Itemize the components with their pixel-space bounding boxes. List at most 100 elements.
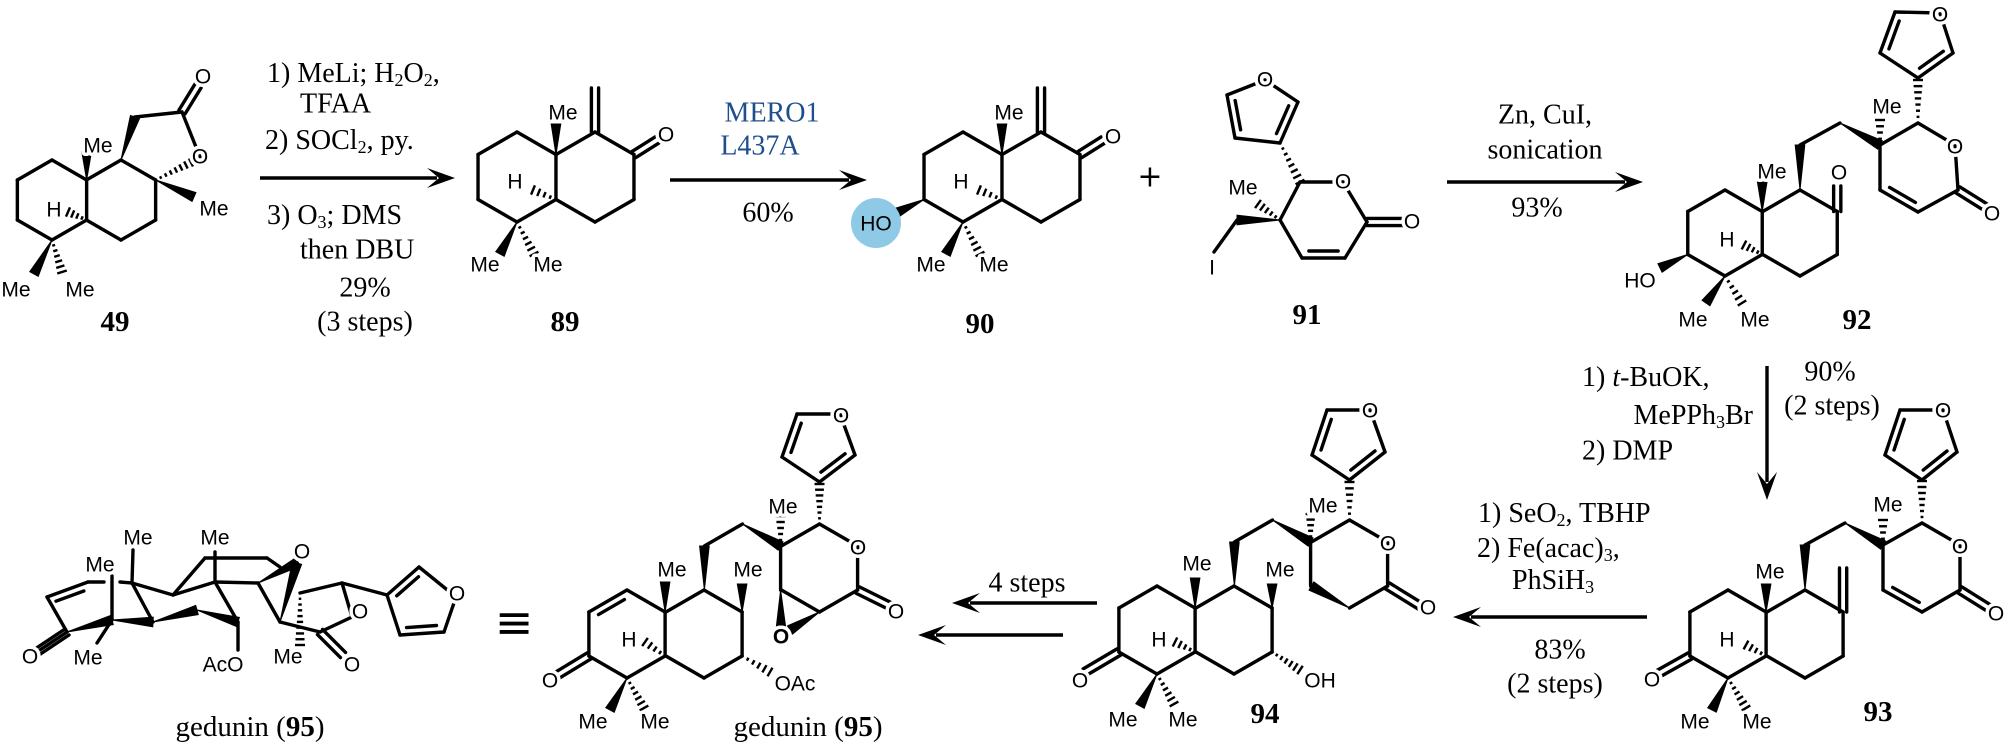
double-bond-inner — [1887, 19, 1901, 51]
single-bond — [664, 588, 706, 614]
compound-95-3d: O Me Me Me Me AcO O O O Me O gedunin (95… — [18, 523, 468, 743]
hash-bond-segment — [1734, 294, 1743, 301]
single-bond — [1347, 584, 1390, 610]
hash-bond-segment — [1759, 651, 1764, 656]
double-bond-inner — [1890, 585, 1921, 605]
double-bond — [1954, 191, 1990, 215]
single-bond — [838, 412, 857, 457]
atom-label: Me — [548, 102, 577, 125]
wedge-bond — [1135, 673, 1158, 709]
single-bond — [84, 158, 123, 182]
single-bond — [1039, 197, 1082, 224]
hash-bond-segment — [1166, 695, 1176, 703]
hash-bond-segment — [1283, 657, 1289, 665]
single-bond — [817, 588, 860, 614]
single-bond — [779, 588, 822, 614]
single-bond — [1232, 650, 1274, 676]
atom-label: Me — [1228, 177, 1257, 200]
single-bond — [1347, 518, 1390, 544]
atom-label: H — [1719, 629, 1734, 652]
atom-label: O — [449, 583, 465, 606]
hash-bond-segment — [630, 685, 636, 691]
compound-95-flat: O Me Me H Me Me Me OAc O O O O gedunin (… — [538, 401, 907, 743]
single-bond — [1686, 188, 1727, 214]
reagent-line: 1) t-BuOK, — [1582, 362, 1710, 393]
reaction-2-conditions: MERO1 L437A 60% — [720, 98, 819, 229]
atom-label: OAc — [775, 673, 816, 696]
single-bond — [1765, 654, 1807, 680]
atom-label: Me — [470, 254, 499, 277]
single-bond — [1881, 521, 1924, 547]
single-bond — [1278, 180, 1302, 222]
reaction-1-conditions: 1) MeLi; H2O2, TFAA 2) SOCl2, py. 3) O3;… — [265, 58, 440, 338]
atom-label: OH — [1304, 670, 1336, 693]
single-bond — [1278, 100, 1300, 145]
hash-bond-segment — [1274, 653, 1279, 657]
wedge-bond — [659, 581, 671, 613]
hash-bond-segment — [1285, 157, 1292, 162]
hash-bond-segment — [639, 704, 649, 712]
reaction-5-conditions: 1) SeO2, TBHP 2) Fe(acac)3, PhSiH3 83% (… — [1477, 498, 1651, 700]
wedge-bond — [257, 557, 301, 584]
double-bond-inner — [404, 623, 439, 630]
hash-bond-segment — [183, 160, 189, 170]
single-bond — [1232, 584, 1274, 610]
single-bond — [961, 197, 1004, 224]
reagent-line: TFAA — [300, 89, 372, 120]
double-bond — [30, 627, 67, 653]
compound-number: 94 — [1251, 698, 1280, 730]
hash-bond-segment — [1296, 665, 1304, 675]
single-bond — [1155, 650, 1197, 676]
hash-bond-segment — [1164, 691, 1173, 697]
double-bond-inner — [596, 597, 627, 617]
single-bond — [587, 588, 629, 614]
single-bond — [213, 580, 240, 624]
atom-label: Me — [533, 254, 562, 277]
single-bond — [1798, 188, 1839, 214]
yield: 83% — [1534, 635, 1585, 666]
atom-label: Me — [916, 254, 945, 277]
hash-bond-segment — [1742, 640, 1750, 650]
single-bond — [1686, 252, 1727, 278]
hash-bond-segment — [1188, 647, 1192, 652]
compound-92: Me O H HO Me Me Me O O O 92 — [1621, 0, 2004, 336]
equivalence-symbol: ≡ — [495, 595, 534, 649]
single-bond — [702, 588, 744, 614]
enzyme-mutant: L437A — [720, 131, 800, 162]
hash-bond-segment — [994, 194, 999, 200]
hash-bond-segment — [1737, 299, 1747, 307]
hash-bond-segment — [1750, 246, 1756, 253]
double-bond — [183, 86, 203, 116]
single-bond — [213, 580, 260, 585]
hash-bond-segment — [1279, 655, 1284, 661]
reagent-line: PhSiH3 — [1512, 565, 1594, 598]
single-bond — [1938, 11, 1955, 55]
double-bond — [320, 627, 348, 655]
single-bond — [1343, 220, 1369, 260]
epoxide-oxygen-label: O — [773, 626, 789, 649]
single-bond — [554, 130, 597, 157]
single-bond — [1920, 588, 1962, 614]
atom-label: Me — [1872, 96, 1901, 119]
hash-bond-segment — [1283, 152, 1289, 157]
single-bond — [340, 581, 389, 597]
double-bond — [1958, 185, 1994, 209]
wedge-bond — [1756, 181, 1768, 212]
hash-bond-segment — [1169, 700, 1179, 708]
yield: 90% — [1804, 357, 1855, 388]
step-count: (3 steps) — [317, 307, 413, 338]
atom-label: O — [1420, 597, 1436, 620]
hash-bond-segment — [988, 191, 993, 198]
atom-label: Me — [1, 279, 30, 302]
hash-bond-segment — [766, 667, 774, 677]
single-bond — [1000, 197, 1043, 224]
wedge-bond — [81, 151, 93, 181]
single-bond — [1726, 588, 1768, 614]
compound-number: 89 — [551, 306, 580, 338]
hash-bond-segment — [75, 212, 80, 220]
reagent-line: 2) SOCl2, py. — [265, 125, 414, 158]
reagent-line: then DBU — [300, 235, 414, 266]
single-bond — [817, 453, 857, 484]
hash-bond-segment — [520, 230, 526, 235]
single-bond — [1761, 188, 1802, 214]
